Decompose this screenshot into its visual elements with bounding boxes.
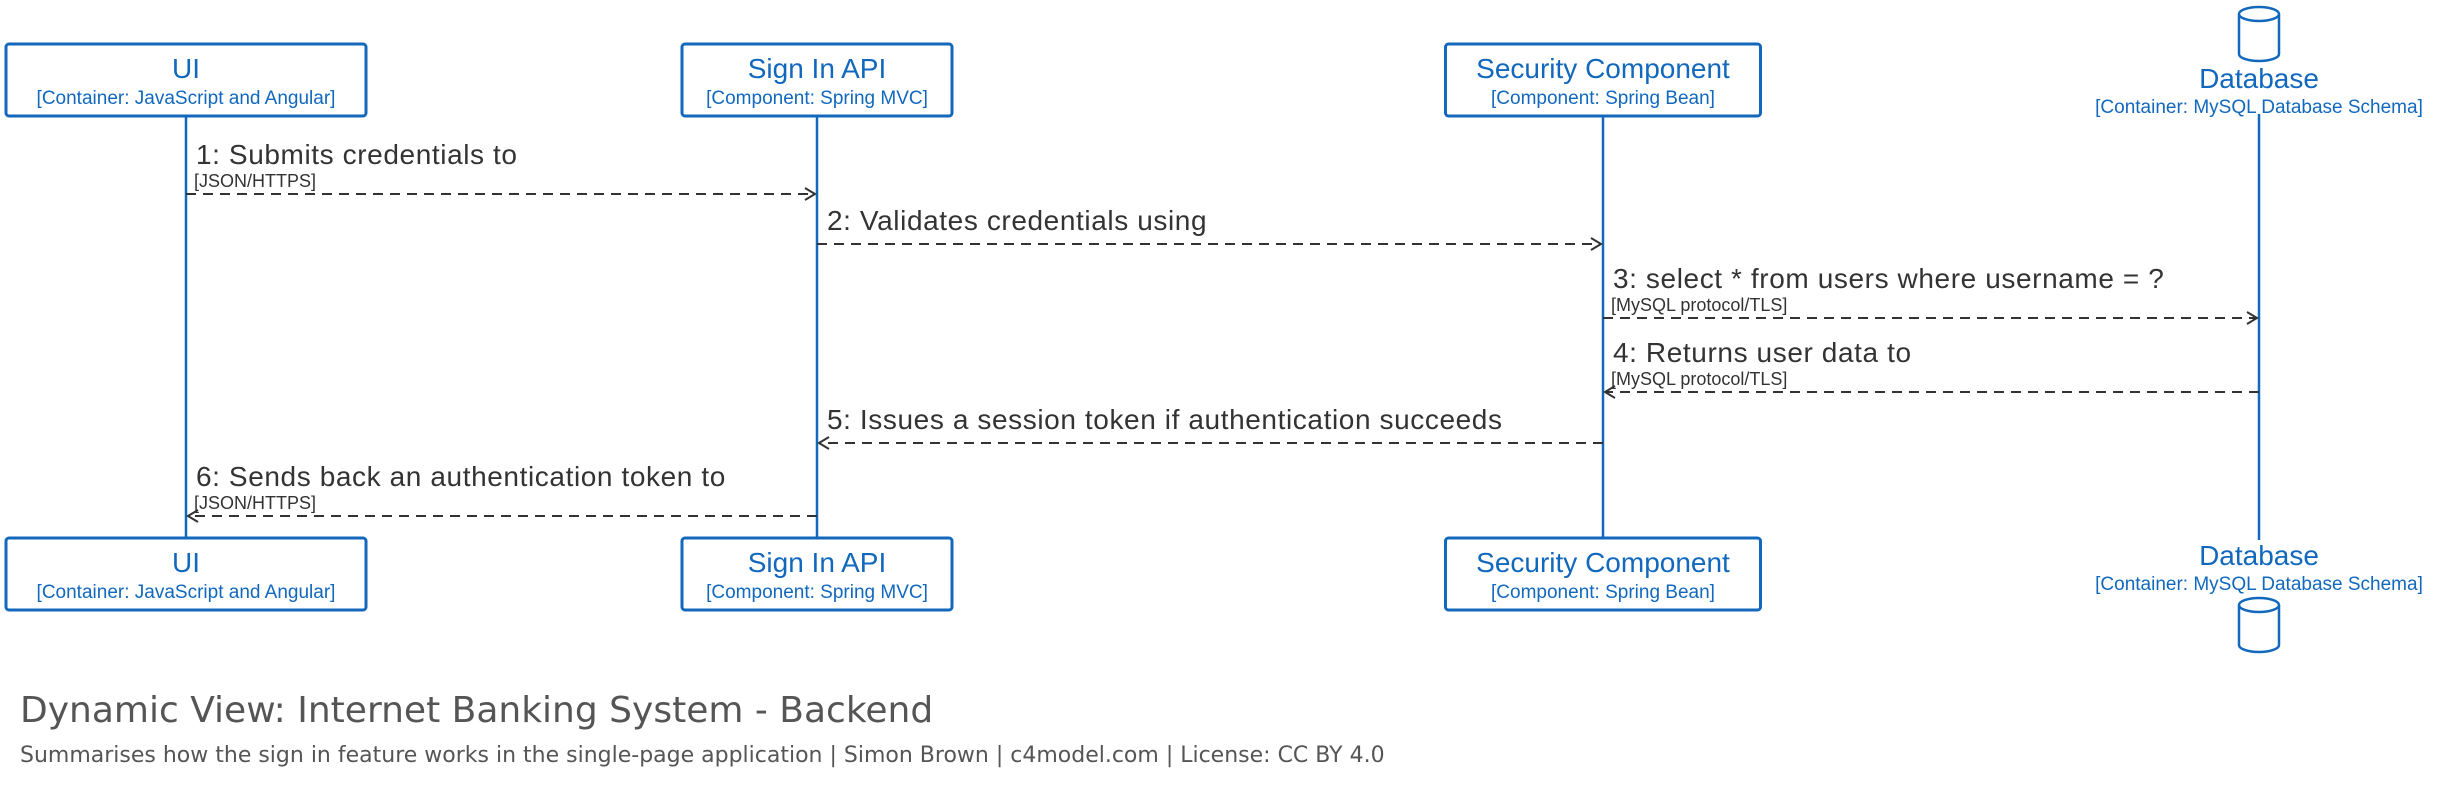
message-technology: [JSON/HTTPS] [194,493,316,513]
message-label: 1: Submits credentials to [196,139,518,170]
message-technology: [MySQL protocol/TLS] [1611,295,1787,315]
database-top-name: Database [2199,63,2319,94]
diagram-title: Dynamic View: Internet Banking System - … [20,690,934,731]
message-label: 3: select * from users where username = … [1613,263,2164,294]
message-1: 1: Submits credentials to[JSON/HTTPS] [186,139,817,201]
ui-bottom-name: UI [172,547,200,578]
message-label: 4: Returns user data to [1613,337,1912,368]
message-technology: [MySQL protocol/TLS] [1611,369,1787,389]
security-component-top-name: Security Component [1476,53,1730,84]
message-label: 6: Sends back an authentication token to [196,461,726,492]
message-technology: [JSON/HTTPS] [194,171,316,191]
database-bottom-technology: [Container: MySQL Database Schema] [2095,574,2423,595]
security-component-bottom-name: Security Component [1476,547,1730,578]
arrowhead-icon [817,436,830,450]
message-3: 3: select * from users where username = … [1603,263,2259,325]
arrowhead-icon [804,187,817,201]
database-icon [2237,5,2281,63]
ui-bottom-technology: [Container: JavaScript and Angular] [37,582,336,603]
message-label: 5: Issues a session token if authenticat… [827,404,1503,435]
security-component-bottom-technology: [Component: Spring Bean] [1491,582,1715,603]
message-2: 2: Validates credentials using [817,205,1603,251]
security-component-bottom-box [1444,536,1762,612]
arrowhead-icon [2246,311,2259,325]
database-top-technology: [Container: MySQL Database Schema] [2095,97,2423,118]
database-bottom-name: Database [2199,540,2319,571]
ui-top-technology: [Container: JavaScript and Angular] [37,88,336,109]
arrowhead-icon [1590,237,1603,251]
message-label: 2: Validates credentials using [827,205,1207,236]
diagram-subtitle: Summarises how the sign in feature works… [20,743,1385,768]
sign-in-api-top-technology: [Component: Spring MVC] [706,88,928,109]
sign-in-api-bottom-box [680,536,954,612]
security-component-top-box [1444,42,1762,118]
arrowhead-icon [186,509,199,523]
sign-in-api-bottom-technology: [Component: Spring MVC] [706,582,928,603]
message-4: 4: Returns user data to[MySQL protocol/T… [1603,337,2259,399]
sign-in-api-bottom-name: Sign In API [748,547,887,578]
ui-top-name: UI [172,53,200,84]
sign-in-api-top-box [680,42,954,118]
database-icon [2237,596,2281,654]
security-component-top-technology: [Component: Spring Bean] [1491,88,1715,109]
message-6: 6: Sends back an authentication token to… [186,461,817,523]
sign-in-api-top-name: Sign In API [748,53,887,84]
message-5: 5: Issues a session token if authenticat… [817,404,1603,450]
arrowhead-icon [1603,385,1616,399]
ui-bottom-box [4,536,368,612]
sequence-diagram: UI [Container: JavaScript and Angular] Sig… [4,5,2423,654]
ui-top-box [4,42,368,118]
